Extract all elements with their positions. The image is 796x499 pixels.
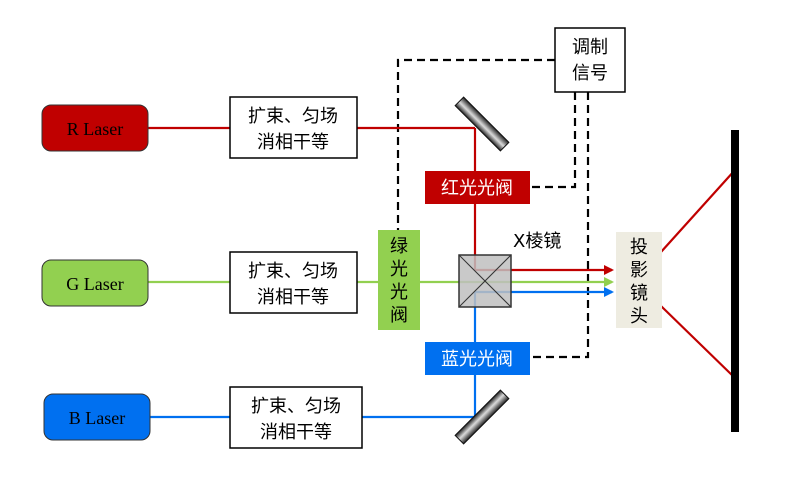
svg-text:影: 影 [630,260,648,281]
svg-text:阀: 阀 [390,305,408,326]
red-light-valve: 红光光阀 [425,171,530,204]
signal-line-blue [530,92,590,359]
svg-text:红光光阀: 红光光阀 [441,178,513,199]
projection-lens: 投 影 镜 头 [616,232,662,328]
red-mirror [454,96,510,152]
svg-text:B Laser: B Laser [69,408,125,428]
modulation-signal-box: 调制 信号 [554,27,626,93]
x-prism [458,254,512,308]
red-expander-box: 扩束、匀场 消相干等 [229,96,358,159]
svg-text:投: 投 [630,237,648,258]
svg-text:镜: 镜 [630,283,648,304]
svg-text:消相干等: 消相干等 [257,132,329,153]
blue-mirror [454,389,510,445]
modulation-signal-lines [396,58,590,359]
green-light-valve: 绿 光 光 阀 [378,230,420,330]
svg-text:R Laser: R Laser [67,119,123,139]
output-beams [660,169,736,379]
svg-text:绿: 绿 [390,236,408,257]
svg-text:调制: 调制 [572,37,608,58]
svg-text:扩束、匀场: 扩束、匀场 [248,261,338,282]
green-expander-box: 扩束、匀场 消相干等 [229,251,358,314]
svg-text:头: 头 [630,306,648,327]
svg-text:光: 光 [390,259,408,280]
signal-line-red [530,92,577,189]
svg-text:扩束、匀场: 扩束、匀场 [248,106,338,127]
red-laser: R Laser [41,104,149,152]
svg-text:光: 光 [390,282,408,303]
green-laser: G Laser [41,259,149,307]
svg-text:消相干等: 消相干等 [260,422,332,443]
svg-text:信号: 信号 [572,63,608,84]
svg-text:消相干等: 消相干等 [257,287,329,308]
signal-line-green [396,58,555,230]
blue-laser: B Laser [43,393,151,441]
projection-screen [731,130,739,432]
svg-text:扩束、匀场: 扩束、匀场 [251,396,341,417]
svg-text:蓝光光阀: 蓝光光阀 [441,349,513,370]
svg-text:G Laser: G Laser [66,274,123,294]
x-prism-label: X棱镜 [513,231,561,252]
blue-light-valve: 蓝光光阀 [425,342,530,375]
blue-expander-box: 扩束、匀场 消相干等 [229,386,363,449]
